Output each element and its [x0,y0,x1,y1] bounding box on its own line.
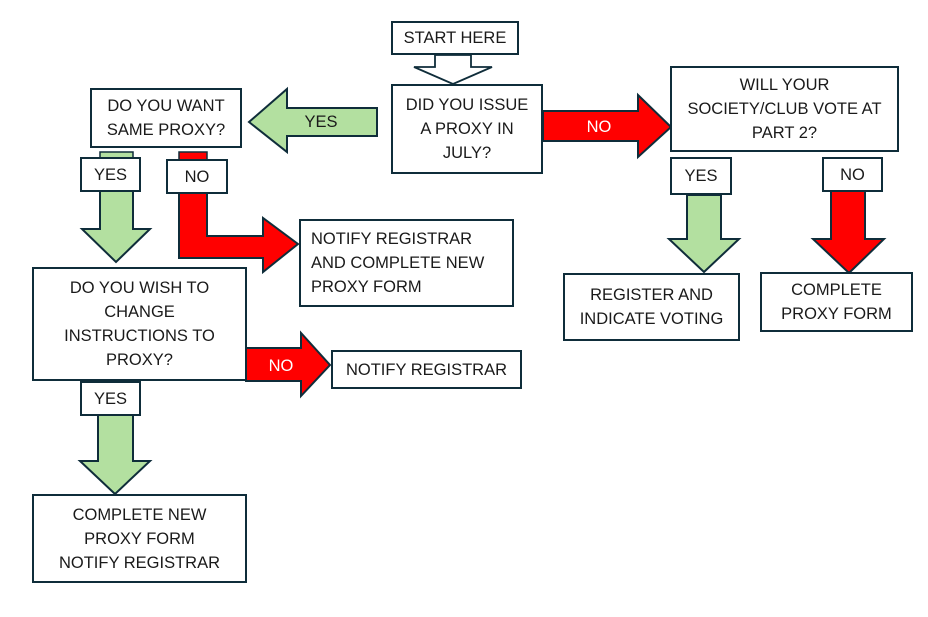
question-change-instructions: DO YOU WISH TO CHANGE INSTRUCTIONS TO PR… [32,267,247,381]
action-notify-and-complete-new-proxy: NOTIFY REGISTRAR AND COMPLETE NEW PROXY … [299,219,514,307]
arrow-start-to-issue [413,54,493,85]
action-complete-new-proxy-notify-registrar: COMPLETE NEW PROXY FORM NOTIFY REGISTRAR [32,494,247,583]
arrow-same-yes [79,190,153,264]
label-society-yes: YES [670,157,732,195]
arrow-change-yes [77,414,153,496]
question-society-vote-part-2: WILL YOUR SOCIETY/CLUB VOTE AT PART 2? [670,66,899,152]
label-same-yes: YES [80,157,141,192]
label-society-no: NO [822,157,883,192]
start-here-box: START HERE [391,21,519,55]
label-issue-yes: YES [304,113,338,131]
arrow-change-no [245,330,332,399]
question-same-proxy: DO YOU WANT SAME PROXY? [90,88,242,148]
arrow-issue-no [542,92,673,160]
arrow-issue-yes [247,86,378,155]
action-notify-registrar: NOTIFY REGISTRAR [331,350,522,389]
question-issued-proxy-in-july: DID YOU ISSUE A PROXY IN JULY? [391,84,543,174]
action-complete-proxy-form: COMPLETE PROXY FORM [760,272,913,332]
action-register-indicate-voting: REGISTER AND INDICATE VOTING [563,273,740,341]
arrow-same-no [178,191,300,275]
arrow-society-no [810,190,887,275]
label-issue-no: NO [586,118,612,136]
label-change-no: NO [268,357,294,375]
label-same-no: NO [166,159,228,194]
label-change-yes: YES [80,381,141,416]
arrow-society-yes [666,194,742,274]
